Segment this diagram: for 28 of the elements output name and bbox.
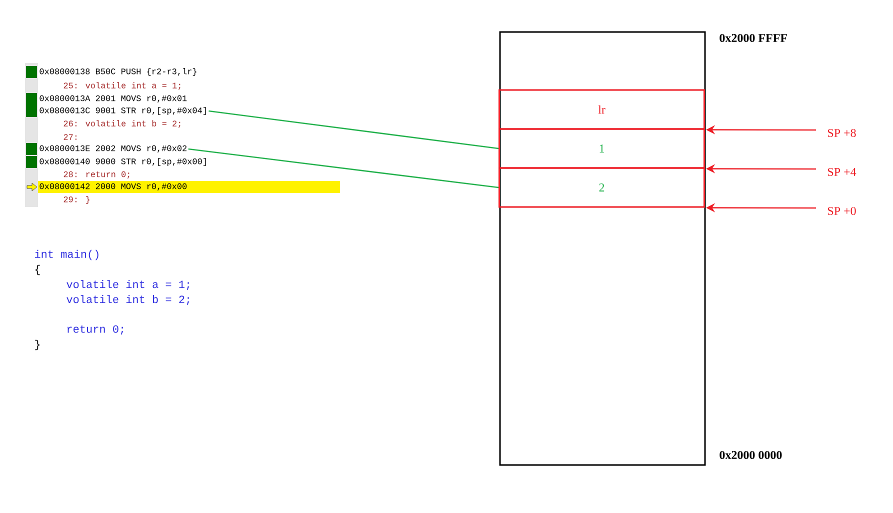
code-line: { [35, 264, 40, 276]
code-line: volatile int a = 1; [66, 280, 190, 290]
pointer-label: SP +4 [828, 168, 856, 176]
connector-line [188, 148, 499, 188]
address-label: 0x2000 FFFF [720, 34, 787, 42]
code-line: int main() [34, 250, 98, 260]
connector-line [208, 110, 499, 150]
code-line: return 0; [68, 325, 124, 335]
source-line: 25: volatile int a = 1; [64, 82, 180, 90]
pointer-label: SP +0 [828, 206, 856, 216]
source-line: 27: [64, 134, 76, 140]
stack-cell: 1 [498, 128, 705, 169]
disassembly-line: 0x08000138 B50C PUSH {r2-r3,lr} [40, 68, 196, 76]
memory-block [499, 31, 706, 466]
source-line: 26: volatile int b = 2; [64, 120, 180, 128]
disassembly-line: 0x0800013A 2001 MOVS r0,#0x01 [40, 95, 187, 103]
code-line: 0x0800013E 2002 MOVS r0,#0x02 [40, 145, 186, 153]
source-line: 28: return 0; [64, 171, 130, 179]
pointer-label: SP +8 [828, 128, 856, 138]
disassembly-line: 0x08000140 9000 STR r0,[sp,#0x00] [40, 158, 206, 166]
stack-cell: 2 [498, 167, 705, 208]
code-line: volatile int b = 2; [66, 295, 190, 305]
stack-cell: lr [498, 89, 705, 130]
code-line: } [35, 340, 40, 350]
source-line: 29: } [64, 196, 90, 204]
disassembly-line: 0x08000142 2000 MOVS r0,#0x00 [40, 183, 187, 191]
address-label: 0x2000 0000 [720, 450, 782, 460]
code-line: 0x0800013C 9001 STR r0,[sp,#0x04] [40, 107, 206, 115]
